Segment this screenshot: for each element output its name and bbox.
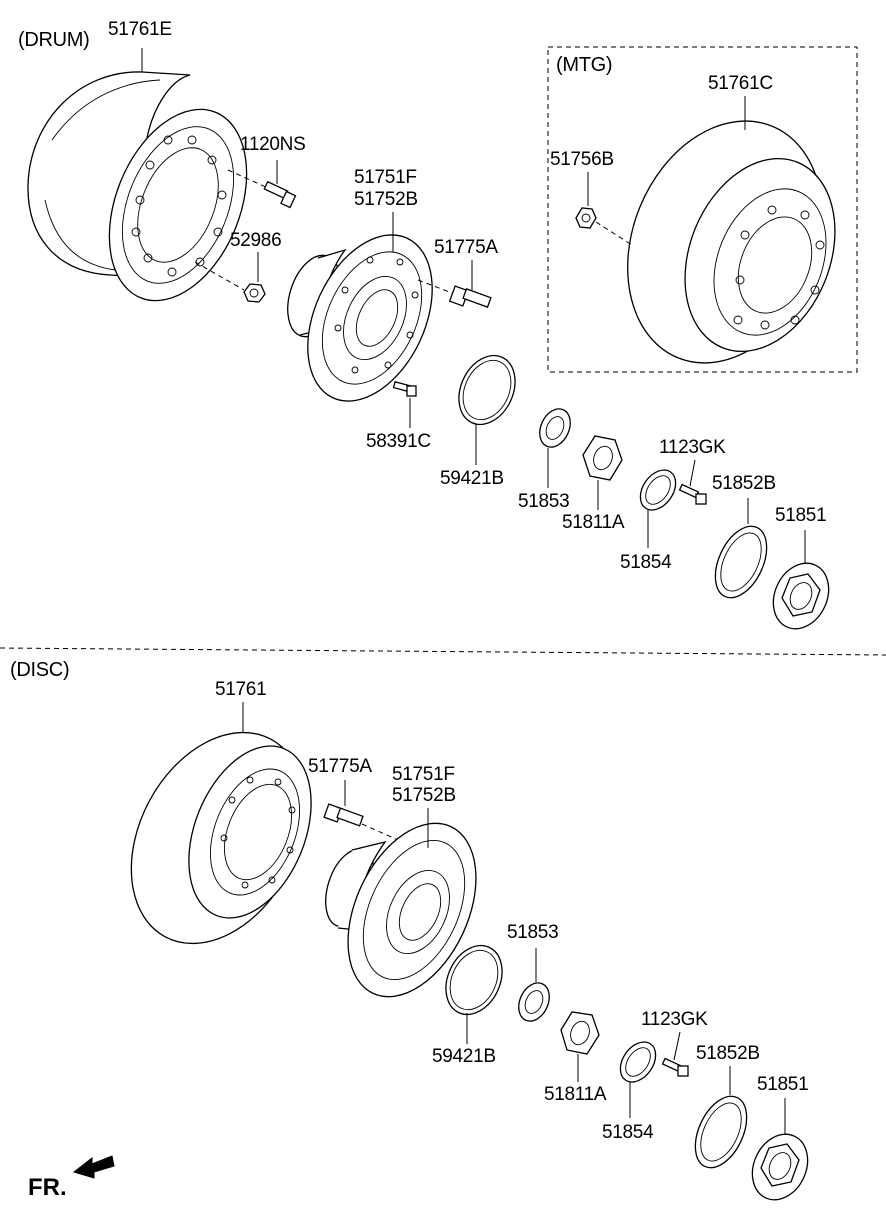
stud-51775A-disc	[323, 780, 399, 841]
lock-nut-51811A-disc	[560, 1011, 600, 1082]
part-label-51852B-disc: 51852B	[696, 1043, 760, 1064]
part-label-1123GK-disc: 1123GK	[641, 1009, 708, 1030]
part-label-51853-disc: 51853	[507, 922, 559, 943]
screw-1123GK	[678, 459, 707, 505]
part-label-51756B: 51756B	[550, 149, 614, 170]
washer-51853	[539, 408, 571, 488]
part-label-51775A-disc: 51775A	[308, 756, 372, 777]
drum-assembly	[27, 48, 830, 630]
washer-51853-disc	[518, 948, 550, 1022]
part-label-51761E: 51761E	[108, 19, 172, 40]
part-label-51854: 51854	[620, 552, 672, 573]
part-label-51851: 51851	[775, 505, 827, 526]
part-label-59421B: 59421B	[440, 468, 504, 489]
stud-51775A	[417, 260, 492, 308]
mtg-assembly	[575, 96, 836, 364]
brake-drum-51761E	[27, 48, 248, 302]
disc-assembly	[130, 702, 809, 1201]
hub-nut-51851-disc	[751, 1098, 809, 1201]
part-label-51751F-disc: 51751F	[392, 764, 455, 785]
part-label-51752B-disc: 51752B	[392, 785, 456, 806]
ring-51852B-disc	[694, 1066, 748, 1169]
part-label-51811A-disc: 51811A	[544, 1084, 607, 1105]
section-label-drum: (DRUM)	[18, 29, 90, 51]
part-label-51811A: 51811A	[562, 512, 625, 533]
part-label-1123GK: 1123GK	[659, 437, 726, 458]
part-label-51761C: 51761C	[708, 73, 773, 94]
part-label-51751F: 51751F	[354, 167, 417, 188]
nut-52986	[194, 252, 266, 303]
section-divider	[0, 647, 886, 656]
part-label-51854-disc: 51854	[602, 1122, 654, 1143]
mtg-box	[547, 46, 858, 373]
part-label-51761: 51761	[215, 679, 267, 700]
section-label-mtg: (MTG)	[556, 54, 613, 76]
front-marker-label: FR.	[28, 1174, 67, 1201]
part-label-52986: 52986	[230, 230, 282, 251]
brake-drum-51761C	[627, 96, 836, 364]
part-label-58391C: 58391C	[366, 431, 431, 452]
part-label-51851-disc: 51851	[757, 1074, 809, 1095]
part-label-51852B: 51852B	[712, 473, 776, 494]
part-label-51853: 51853	[518, 491, 570, 512]
wheel-hub-51751F	[287, 212, 433, 402]
hub-bolt-58391C	[392, 380, 417, 428]
wheel-hub-51751F-disc	[325, 808, 477, 998]
lock-plate-51854	[639, 469, 677, 548]
brake-disc-51761	[130, 702, 312, 945]
part-label-51752B: 51752B	[354, 189, 418, 210]
lock-nut-51811A	[582, 435, 623, 510]
nut-51756B	[575, 172, 633, 246]
screw-1123GK-disc	[661, 1031, 689, 1077]
seal-59421B	[458, 354, 516, 465]
part-label-59421B-disc: 59421B	[432, 1046, 496, 1067]
part-label-51775A: 51775A	[434, 237, 498, 258]
bolt-1120NS	[227, 160, 297, 209]
ring-51852B	[714, 498, 768, 599]
front-arrow-icon	[72, 1155, 115, 1179]
part-label-1120NS: 1120NS	[240, 134, 306, 155]
hub-nut-51851	[772, 530, 830, 630]
section-label-disc: (DISC)	[10, 659, 70, 681]
seal-59421B-disc	[445, 944, 503, 1044]
lock-plate-51854-disc	[619, 1041, 657, 1118]
